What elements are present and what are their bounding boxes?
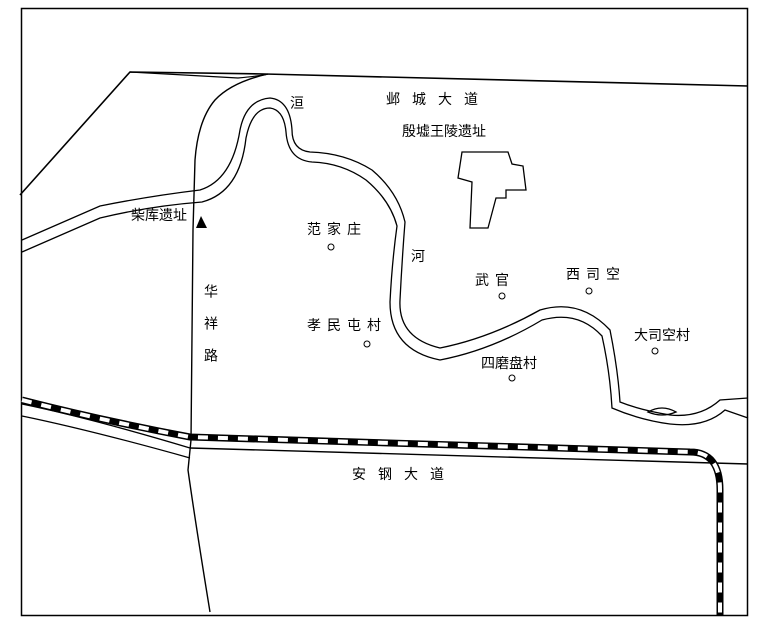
angang-road-lower [21, 415, 191, 459]
label-wuguan: 武官 [475, 273, 515, 289]
label-dasikongcun: 大司空村 [634, 328, 690, 344]
royal-tombs-outline [457, 151, 527, 229]
railway [21, 396, 724, 615]
label-royal-tombs: 殷墟王陵遗址 [402, 124, 486, 140]
yecheng-road [19, 71, 749, 196]
label-huaxiang-road: 华祥路 [202, 284, 218, 380]
village-marker-xisikong [585, 287, 593, 295]
village-marker-fanjiazhuang [327, 243, 335, 251]
huan-river [21, 97, 749, 426]
label-yecheng-road: 邺城大道 [386, 92, 490, 108]
angang-road [21, 403, 749, 465]
village-marker-simopancun [508, 374, 516, 382]
village-marker-dasikongcun [651, 347, 659, 355]
label-fanjiazhuang: 范家庄 [307, 222, 367, 238]
label-xiaomintuncun: 孝民屯村 [307, 318, 387, 334]
site-marker-icon [196, 216, 207, 228]
village-marker-wuguan [498, 292, 506, 300]
label-simopancun: 四磨盘村 [481, 356, 537, 372]
label-chaiku-site: 柴库遗址 [131, 208, 187, 224]
label-huan-river-2: 河 [411, 249, 425, 265]
village-marker-xiaomintuncun [363, 340, 371, 348]
label-angang-road: 安钢大道 [352, 467, 456, 483]
map-frame [20, 7, 749, 617]
huaxiang-road [187, 73, 269, 613]
label-huan-river-1: 洹 [290, 96, 304, 112]
label-xisikong: 西司空 [566, 267, 626, 283]
